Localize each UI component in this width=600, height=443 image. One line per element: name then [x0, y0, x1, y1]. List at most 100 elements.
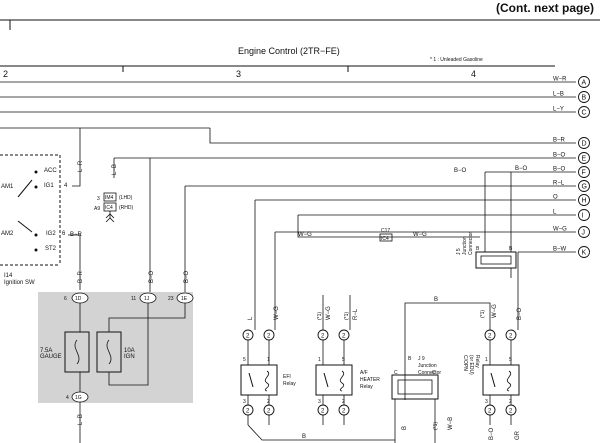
- svg-text:R−L: R−L: [353, 308, 359, 320]
- relay-pin-label: 2: [488, 409, 492, 415]
- svg-text:ST2: ST2: [45, 246, 57, 252]
- connector-letter: J: [582, 230, 586, 237]
- svg-text:B−O: B−O: [149, 270, 155, 283]
- svg-text:7.5A: 7.5A: [40, 348, 52, 354]
- connector-letter: D: [582, 141, 587, 148]
- j9-connector: C C B J 9 Junction Connector: [391, 356, 441, 400]
- svg-text:GAUGE: GAUGE: [40, 354, 62, 360]
- svg-text:B−O: B−O: [489, 427, 495, 440]
- relay-terminal-number: 1: [318, 357, 321, 363]
- connector-d: [578, 137, 590, 149]
- svg-text:3: 3: [97, 196, 100, 202]
- svg-text:4: 4: [66, 395, 69, 401]
- connector-b: [578, 91, 590, 103]
- relay-terminal-number: 3: [243, 399, 246, 405]
- relay-body: [315, 364, 353, 396]
- svg-text:IC4: IC4: [105, 205, 113, 211]
- svg-text:23: 23: [168, 296, 174, 302]
- column-number: 3: [236, 69, 241, 79]
- svg-text:IM4: IM4: [105, 195, 114, 201]
- relay-terminal-number: 5: [243, 357, 246, 363]
- continuation-note: (Cont. next page): [496, 1, 594, 15]
- svg-text:IG2: IG2: [46, 231, 56, 237]
- connector-letter: K: [582, 250, 587, 257]
- relay-pin-label: 2: [488, 334, 492, 340]
- relay-terminal-number: 2: [342, 399, 345, 405]
- fuse-block: [38, 292, 193, 403]
- svg-text:J 9: J 9: [418, 356, 425, 362]
- svg-text:C17: C17: [381, 228, 390, 234]
- svg-text:(or EDU): (or EDU): [468, 355, 474, 375]
- connector-letter: I: [582, 213, 584, 220]
- relay-body: [482, 364, 520, 396]
- relay-pin-label: 2: [342, 409, 346, 415]
- column-number: 2: [3, 69, 8, 79]
- svg-text:(*1): (*1): [433, 422, 439, 430]
- column-number: 4: [471, 69, 476, 79]
- connector-h: [578, 194, 590, 206]
- connector-f: [578, 166, 590, 178]
- connector-a: [578, 76, 590, 88]
- relay-terminal-number: 1: [485, 357, 488, 363]
- relay-pin-label: 2: [509, 409, 513, 415]
- connector-wire-label: W−R: [553, 77, 567, 83]
- relay-pin-label: 2: [321, 409, 325, 415]
- svg-text:Relay: Relay: [474, 355, 480, 368]
- relay-terminal-number: 2: [267, 399, 270, 405]
- svg-text:B: B: [402, 426, 408, 430]
- svg-text:C: C: [394, 370, 398, 376]
- svg-text:L−B: L−B: [112, 164, 118, 175]
- svg-text:B: B: [476, 246, 480, 252]
- relay-pin-label: 2: [267, 334, 271, 340]
- connector-wire-label: L: [553, 210, 557, 216]
- svg-text:AM1: AM1: [1, 184, 14, 190]
- connector-wire-label: R−L: [553, 181, 565, 187]
- connector-letter: B: [582, 95, 587, 102]
- svg-text:6: 6: [64, 296, 67, 302]
- svg-text:4: 4: [64, 183, 68, 189]
- relay-body: [240, 364, 278, 396]
- svg-text:W−G: W−G: [274, 306, 280, 320]
- afh-relay-label: A/F: [360, 370, 368, 376]
- connector-wire-label: W−G: [553, 227, 567, 233]
- svg-text:HEATER: HEATER: [360, 377, 380, 383]
- svg-text:(RHD): (RHD): [119, 205, 133, 211]
- svg-text:B−O: B−O: [515, 166, 528, 172]
- connector-wire-label: L−B: [553, 92, 564, 98]
- relay-pin-label: 2: [321, 334, 325, 340]
- connector-wire-label: B−O: [553, 167, 566, 173]
- connector-k: [578, 246, 590, 258]
- j5-connector: B B J 5 Junction Connector: [456, 232, 517, 269]
- svg-text:B−O: B−O: [454, 168, 467, 174]
- svg-text:C: C: [432, 370, 436, 376]
- svg-text:W−G: W−G: [326, 306, 332, 320]
- svg-text:W−G: W−G: [298, 232, 312, 238]
- svg-text:(*1): (*1): [344, 312, 350, 320]
- wire-buses: [0, 81, 576, 253]
- svg-text:Connector: Connector: [418, 370, 441, 376]
- svg-text:W−G: W−G: [492, 304, 498, 318]
- relay-terminal-number: 3: [318, 399, 321, 405]
- connector-wire-label: O: [553, 195, 558, 201]
- svg-text:W−G: W−G: [413, 232, 427, 238]
- svg-text:Relay: Relay: [283, 381, 296, 387]
- svg-text:IC4: IC4: [381, 236, 389, 242]
- svg-text:Connector: Connector: [468, 232, 474, 255]
- svg-text:L: L: [248, 316, 254, 320]
- connector-letter: F: [582, 170, 586, 177]
- connector-j: [578, 226, 590, 238]
- svg-text:Junction: Junction: [462, 236, 468, 255]
- connector-c: [578, 106, 590, 118]
- svg-text:IG1: IG1: [44, 183, 54, 189]
- svg-text:L−R: L−R: [78, 160, 84, 172]
- svg-text:(*1): (*1): [317, 312, 323, 320]
- svg-text:1J: 1J: [144, 296, 150, 302]
- fuse-block-contents: 1D 6 1J 11 1E 23 7.5A GAUGE 10A IGN 1G 4: [40, 292, 194, 403]
- svg-text:L−B: L−B: [78, 414, 84, 425]
- relay-pin-label: 2: [246, 334, 250, 340]
- connector-letter: E: [582, 156, 587, 163]
- connector-wire-label: B−O: [553, 153, 566, 159]
- connector-letter: C: [582, 110, 587, 117]
- svg-text:B−R: B−R: [70, 232, 83, 238]
- connector-e: [578, 152, 590, 164]
